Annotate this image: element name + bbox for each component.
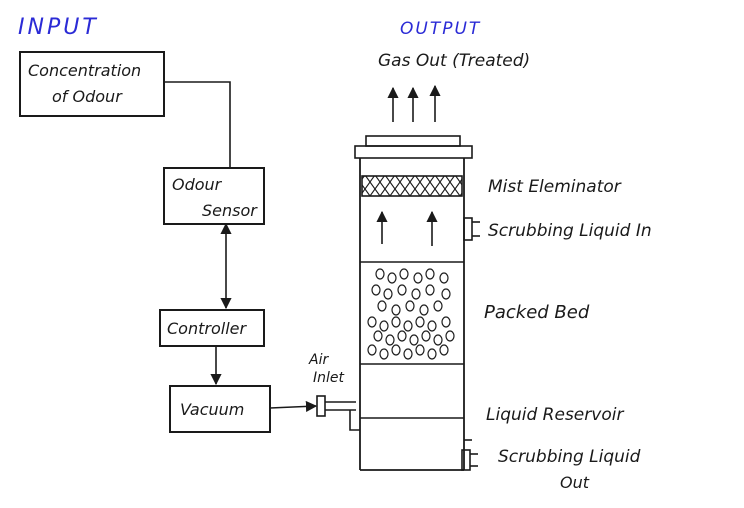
packing-ring bbox=[373, 330, 383, 342]
packing-ring bbox=[397, 330, 407, 342]
liquid-reservoir-label: Liquid Reservoir bbox=[486, 405, 624, 425]
packing-ring bbox=[441, 316, 451, 328]
packing-ring bbox=[433, 300, 443, 312]
packing-ring bbox=[367, 344, 377, 356]
packing-ring bbox=[427, 348, 437, 360]
gas-out-label: Gas Out (Treated) bbox=[378, 51, 530, 71]
internal-flow-arrows bbox=[376, 210, 438, 246]
vacuum-label: Vacuum bbox=[180, 400, 244, 419]
air-inlet-line-1: Air bbox=[308, 352, 329, 368]
packing-ring bbox=[399, 268, 409, 280]
scrubbing-in-nozzle bbox=[463, 217, 480, 241]
packing-ring bbox=[391, 304, 401, 316]
packing-ring bbox=[421, 330, 431, 342]
sensor-line-2: Sensor bbox=[202, 201, 258, 220]
packing-ring bbox=[387, 272, 397, 284]
packing-ring bbox=[441, 288, 451, 300]
packing-ring bbox=[367, 316, 377, 328]
packing-ring bbox=[425, 268, 435, 280]
packing-ring bbox=[411, 288, 421, 300]
mist-eliminator-label: Mist Eleminator bbox=[488, 177, 622, 197]
packing-ring bbox=[413, 272, 423, 284]
packing-ring bbox=[397, 284, 407, 296]
column-top-cap bbox=[354, 135, 473, 159]
scrubber-column bbox=[359, 158, 465, 471]
packing-ring bbox=[375, 268, 385, 280]
packing-ring bbox=[445, 330, 455, 342]
packing-ring bbox=[433, 334, 443, 346]
packing-ring bbox=[415, 344, 425, 356]
concentration-box bbox=[19, 51, 165, 117]
packing-ring bbox=[439, 272, 449, 284]
packed-bed-label: Packed Bed bbox=[484, 302, 590, 323]
packing-ring bbox=[383, 288, 393, 300]
link-vacuum-inlet bbox=[269, 400, 318, 413]
controller-label: Controller bbox=[167, 319, 247, 338]
packing-ring bbox=[377, 300, 387, 312]
odour-sensor-box bbox=[163, 167, 265, 225]
link-concentration-sensor bbox=[164, 81, 231, 168]
packing-ring bbox=[379, 348, 389, 360]
air-inlet-nozzle bbox=[316, 395, 356, 417]
scrubbing-out-line-2: Out bbox=[560, 473, 590, 492]
packing-ring bbox=[385, 334, 395, 346]
packing-ring bbox=[379, 320, 389, 332]
input-header: INPUT bbox=[18, 15, 99, 40]
packing-ring bbox=[405, 300, 415, 312]
concentration-line-1: Concentration bbox=[28, 61, 141, 80]
scrubbing-out-line-1: Scrubbing Liquid bbox=[498, 447, 641, 467]
packing-ring bbox=[427, 320, 437, 332]
packing-ring bbox=[391, 316, 401, 328]
sensor-line-1: Odour bbox=[172, 175, 223, 194]
scrubbing-in-label: Scrubbing Liquid In bbox=[488, 221, 652, 241]
packing-ring bbox=[391, 344, 401, 356]
packed-bed bbox=[360, 261, 464, 365]
gas-out-arrows bbox=[387, 84, 441, 122]
packing-ring bbox=[371, 284, 381, 296]
mist-eliminator-mesh bbox=[361, 175, 463, 197]
packing-ring bbox=[419, 304, 429, 316]
packing-ring bbox=[403, 320, 413, 332]
packing-ring bbox=[403, 348, 413, 360]
packing-ring bbox=[439, 344, 449, 356]
scrubbing-out-nozzle bbox=[461, 439, 478, 471]
vacuum-box bbox=[169, 385, 271, 433]
reservoir-drain-pipe bbox=[349, 410, 360, 431]
air-inlet-line-2: Inlet bbox=[313, 370, 345, 386]
packing-ring bbox=[425, 284, 435, 296]
packing-ring bbox=[409, 334, 419, 346]
packing-ring bbox=[415, 316, 425, 328]
output-header: OUTPUT bbox=[400, 19, 481, 39]
concentration-line-2: of Odour bbox=[52, 87, 123, 106]
controller-box bbox=[159, 309, 265, 347]
